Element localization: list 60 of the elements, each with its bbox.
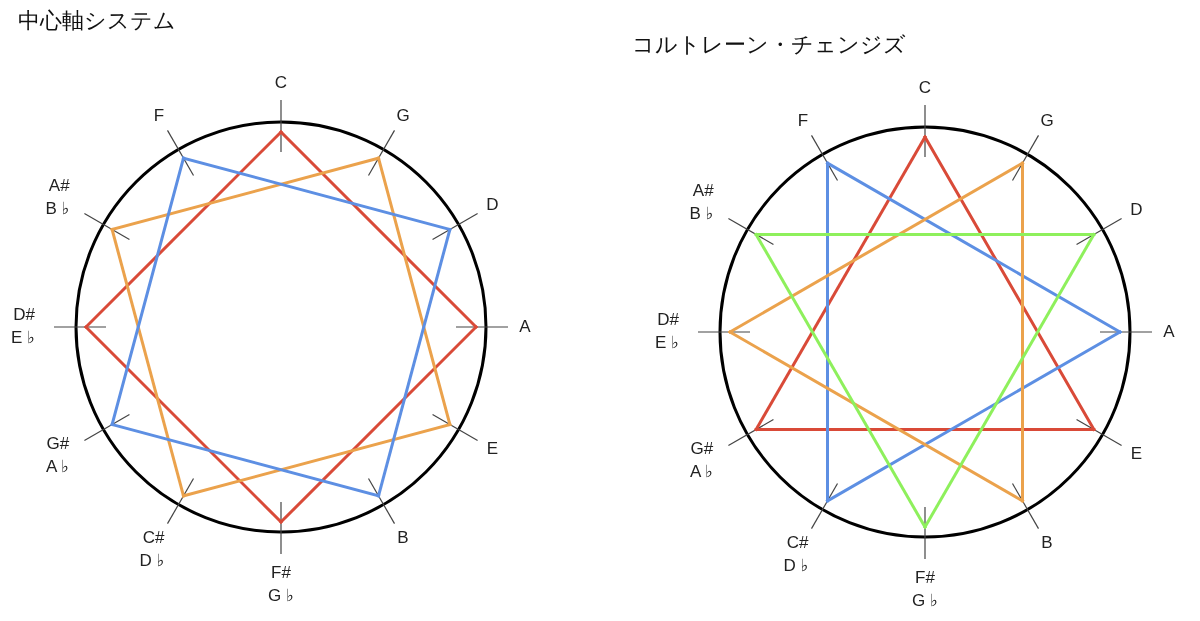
chord-line <box>182 423 452 498</box>
chord-line <box>110 423 380 498</box>
note-name: E ♭ <box>654 334 680 353</box>
note-name: D# <box>657 311 680 330</box>
note-name: E ♭ <box>10 329 36 348</box>
note-name: C# <box>142 529 165 549</box>
chord-line <box>110 156 380 231</box>
chord-line <box>1021 161 1024 503</box>
note-name: A# <box>692 182 714 201</box>
chord-line <box>923 233 1096 529</box>
chord-line <box>728 330 1024 503</box>
note-name: D <box>486 195 499 215</box>
chord-line <box>754 233 927 529</box>
chord-line <box>279 130 478 329</box>
note-name: A# <box>48 177 70 196</box>
note-name: F# <box>271 564 291 583</box>
note-name: A <box>1163 322 1175 342</box>
chord-line <box>84 325 283 524</box>
chord-line <box>754 428 1096 431</box>
note-name: A <box>519 317 531 337</box>
note-name: G ♭ <box>912 592 938 611</box>
note-name: D# <box>13 306 36 325</box>
panel-heading: コルトレーン・チェンジズ <box>632 31 906 59</box>
note-name: A ♭ <box>690 463 714 482</box>
note-name: G# <box>690 440 714 459</box>
note-name: D ♭ <box>139 552 165 572</box>
note-name: D <box>1130 200 1143 220</box>
note-name: G ♭ <box>268 587 294 606</box>
note-name: G <box>1040 111 1054 131</box>
chord-line <box>110 228 185 498</box>
note-name: B <box>1041 533 1053 553</box>
note-name: E <box>486 439 498 459</box>
note-name: B ♭ <box>689 205 714 224</box>
panel-heading: 中心軸システム <box>18 7 176 35</box>
chord-line <box>84 130 283 329</box>
note-name: E <box>1130 444 1142 464</box>
chord-line <box>182 156 452 231</box>
note-name: F <box>797 111 809 131</box>
note-name: C <box>918 78 932 98</box>
chord-line <box>377 156 452 426</box>
chord-line <box>110 156 185 426</box>
note-name: A ♭ <box>46 458 70 477</box>
note-name: F# <box>915 569 935 588</box>
chord-line <box>826 330 1122 503</box>
chord-line <box>728 161 1024 334</box>
note-name: D ♭ <box>783 557 809 577</box>
chord-line <box>754 135 927 431</box>
note-name: B <box>397 528 409 548</box>
chord-line <box>826 161 829 503</box>
note-name: G# <box>46 435 70 454</box>
chord-line <box>754 233 1096 236</box>
note-name: C <box>274 73 288 93</box>
note-name: G <box>396 106 410 126</box>
note-name: C# <box>786 534 809 554</box>
chord-line <box>923 135 1096 431</box>
note-name: F <box>153 106 165 126</box>
chord-line <box>377 228 452 498</box>
chord-line <box>279 325 478 524</box>
note-name: B ♭ <box>45 200 70 219</box>
chord-line <box>826 161 1122 334</box>
